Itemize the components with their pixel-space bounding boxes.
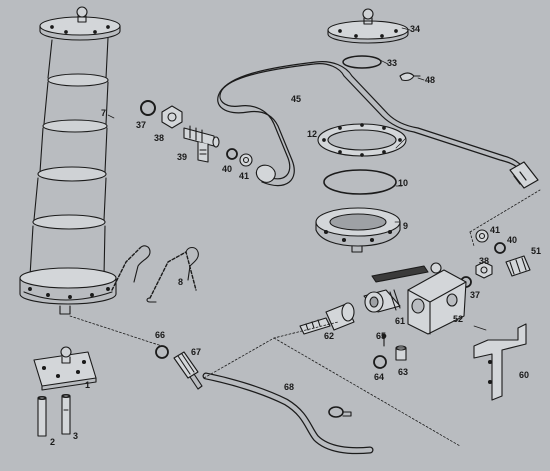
callout-39: 39	[177, 152, 188, 162]
callout-38-right: 38	[479, 256, 490, 266]
callout-60: 61	[395, 316, 406, 326]
callout-3: 3	[73, 431, 79, 441]
callout-33: 33	[387, 58, 398, 68]
callout-66: 67	[191, 347, 202, 357]
top-cover-34	[327, 8, 409, 44]
bowl-housing-9	[315, 207, 401, 253]
small-parts-62-64	[373, 333, 407, 369]
callout-61: 62	[324, 331, 335, 341]
callout-63: 64	[374, 372, 385, 382]
callout-9: 9	[403, 221, 409, 231]
hose-connector-66	[173, 351, 203, 390]
chain-clips-8	[111, 245, 199, 303]
clip-45	[399, 72, 421, 82]
callout-12: 12	[307, 129, 318, 139]
callout-40-upper: 40	[222, 164, 233, 174]
flange-ring-12	[317, 123, 407, 157]
coupling-60	[363, 289, 401, 313]
callout-7: 7	[101, 108, 107, 118]
callout-64: 65	[376, 331, 387, 341]
hose-clamp-68	[328, 406, 352, 418]
callout-37-upper: 37	[136, 120, 147, 130]
callout-52: 60	[519, 370, 530, 380]
callout-37-right: 37	[470, 290, 481, 300]
callout-48: 51	[531, 246, 542, 256]
callout-62: 63	[398, 367, 409, 377]
callout-40-right: 40	[507, 235, 518, 245]
callout-8: 8	[178, 277, 184, 287]
bent-pipe-42	[217, 61, 539, 189]
callout-67: 68	[284, 382, 295, 392]
seal-ring-33	[342, 55, 382, 69]
upper-fittings	[140, 100, 276, 183]
assembly-leader-lines	[69, 189, 541, 447]
rods-2-3	[37, 393, 71, 437]
callout-45: 48	[425, 75, 436, 85]
callout-65: 66	[155, 330, 166, 340]
callout-38-upper: 38	[154, 133, 165, 143]
callout-2: 2	[50, 437, 56, 447]
telescopic-bellows-7	[19, 6, 121, 315]
callout-1: 1	[85, 380, 91, 390]
callout-41-upper: 41	[239, 171, 250, 181]
gasket-10	[323, 169, 397, 195]
callout-42: 45	[291, 94, 302, 104]
callout-34: 34	[410, 24, 421, 34]
base-plate-1	[33, 346, 97, 391]
callout-leaders	[107, 27, 487, 331]
callout-10: 10	[398, 178, 409, 188]
callout-51: 52	[453, 314, 464, 324]
right-fittings	[460, 229, 531, 288]
callout-41-right: 41	[490, 225, 501, 235]
valve-block-51	[371, 262, 467, 335]
bracket-52	[473, 323, 527, 401]
